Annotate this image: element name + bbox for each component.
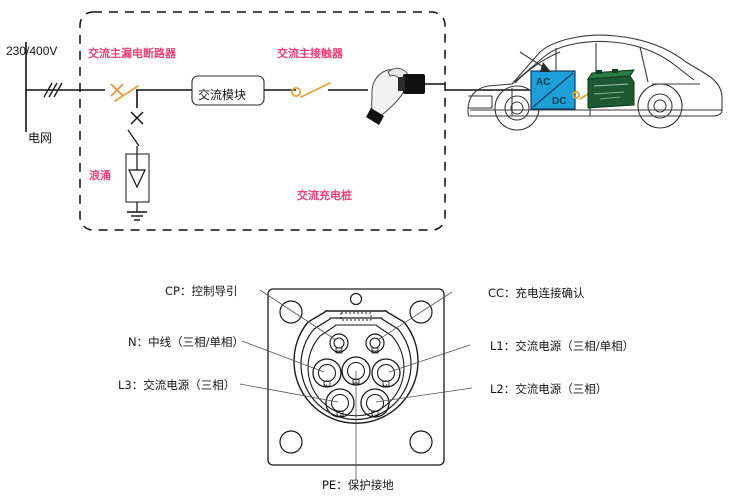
converter-dc-label: DC [552,96,566,107]
latch-pin-hole [349,292,363,306]
ac-charging-pile-boundary [79,11,446,231]
grid-voltage-label: 230/400V [6,44,57,58]
contactor-label: 交流主接触器 [277,46,344,60]
pin-label-cc: CC：充电连接确认 [488,286,585,300]
pin-tag-n: N [324,383,327,388]
connector-outer-ring [293,310,419,424]
leader-line-n [241,340,325,373]
charging-gun-icon [366,67,425,125]
converter-ac-label: AC [536,77,550,88]
surge-arrester-triangle-icon [128,169,146,189]
surge-cross-icon [130,111,144,125]
leader-line-cp [259,289,337,341]
pin-label-l3: L3：交流电源（三相） [118,378,235,392]
mounting-hole-top-right [409,300,433,324]
contactor-symbol [291,82,331,98]
three-phase-slashes-icon [43,82,63,98]
leader-line-l2 [375,387,473,403]
connector-insulator-ring [307,324,405,417]
pin-tag-cc: CC [372,349,378,354]
mounting-hole-bottom-right [409,430,433,454]
connector-pin-cc: CC [365,333,385,354]
surge-ground-icon [127,211,147,221]
pin-tag-l3: L3 [337,413,342,418]
connector-pin-l2: L2 [360,388,390,418]
pin-label-n: N：中线（三相/单相） [128,335,244,349]
onboard-charger-acdc: AC DC [530,70,576,110]
pin-label-l1: L1：交流电源（三相/单相） [490,339,634,353]
mounting-hole-top-left [279,300,303,324]
leader-line-l3 [239,383,339,403]
pin-tag-cp: CP [336,349,342,354]
rcbo-label: 交流主漏电断路器 [88,46,177,60]
connector-keyway [340,312,372,321]
type2-connector-drawing: CP CC N PE L1 [239,288,473,480]
ac-module-label: 交流模块 [198,87,246,102]
connector-pin-cp: CP [329,333,349,354]
pin-label-cp: CP：控制导引 [165,284,237,298]
surge-switch-blade [127,129,140,147]
pin-tag-l2: L2 [372,413,377,418]
connector-pin-l3: L3 [325,388,355,418]
pile-title-label: 交流充电桩 [297,188,352,202]
pin-label-l2: L2：交流电源（三相） [490,382,607,396]
leader-line-l1 [388,344,471,373]
connector-inner-ring [300,317,412,421]
connector-pin-n: N [312,358,342,388]
charge-port-arrow-head [540,62,551,72]
mounting-hole-bottom-left [279,430,303,454]
surge-label: 浪涌 [89,168,111,182]
grid-name-label: 电网 [28,131,52,145]
traction-battery-pack [587,69,635,109]
connector-pin-l1: L1 [371,358,401,388]
leader-line-cc [377,291,453,341]
rcbo-cross-icon [110,83,124,97]
pin-tag-l1: L1 [383,383,388,388]
pin-label-pe: PE：保护接地 [322,478,394,492]
rcbo-switch-blade [114,85,139,102]
